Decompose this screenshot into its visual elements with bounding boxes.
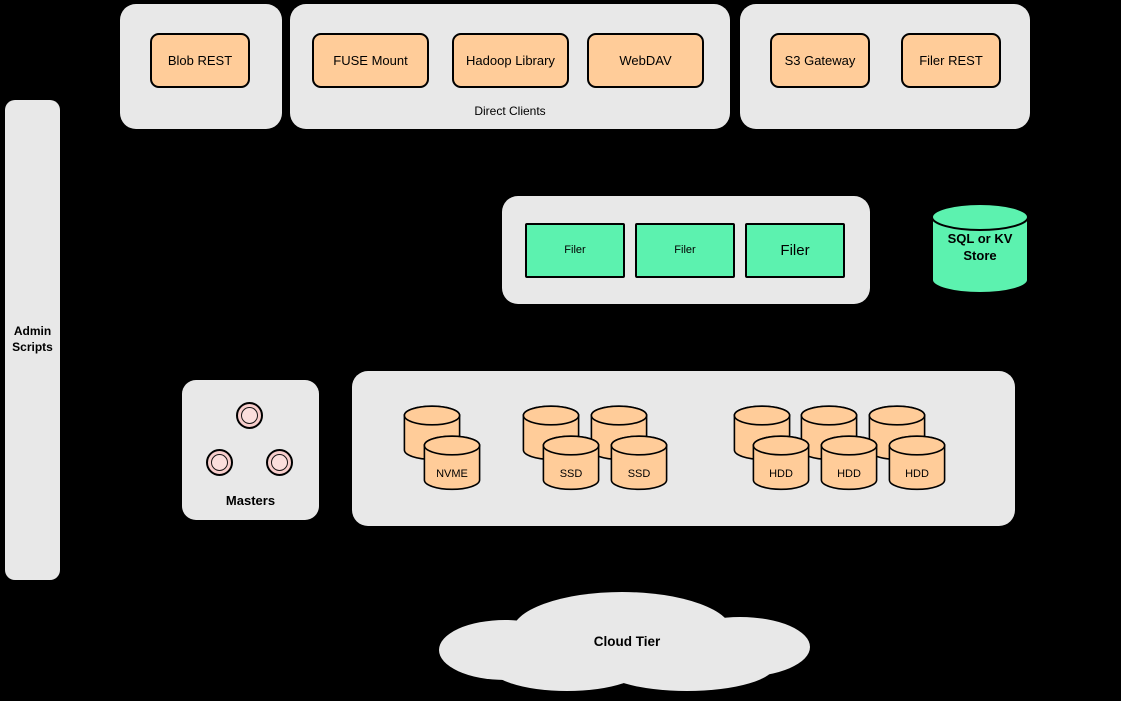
hdd-label: HDD (769, 468, 793, 480)
masters-group: Masters (182, 380, 319, 520)
master-node-circle (266, 449, 293, 476)
cloud-tier: Cloud Tier (439, 592, 810, 691)
sql-kv-store-text: SQL or KV Store (947, 231, 1013, 263)
direct-clients-group: FUSE Mount Hadoop Library WebDAV Direct … (290, 4, 730, 129)
blob-client-group: Blob REST (120, 4, 282, 129)
hdd-cylinder: HDD (820, 435, 878, 491)
hdd-label: HDD (905, 468, 929, 480)
ssd-label: SSD (560, 468, 583, 480)
filer-rest-node: Filer REST (901, 33, 1001, 88)
volume-servers-group: NVME SSD SSD (352, 371, 1015, 526)
admin-scripts-panel: Admin Scripts (5, 100, 60, 580)
hdd-cylinder: HDD (888, 435, 946, 491)
filer-node: Filer (745, 223, 845, 278)
sql-kv-store-label: SQL or KV Store (930, 231, 1030, 265)
sql-kv-store-cylinder: SQL or KV Store (930, 203, 1030, 295)
hdd-cylinder: HDD (752, 435, 810, 491)
ssd-label: SSD (628, 468, 651, 480)
blob-rest-node: Blob REST (150, 33, 250, 88)
filer-group: Filer Filer Filer (502, 196, 870, 304)
cloud-tier-label: Cloud Tier (594, 634, 661, 649)
ssd-cylinder: SSD (542, 435, 600, 491)
volume-cylinder-back (403, 405, 461, 461)
hadoop-library-node: Hadoop Library (452, 33, 569, 88)
filer-node: Filer (525, 223, 625, 278)
master-node-circle (206, 449, 233, 476)
gateway-group: S3 Gateway Filer REST (740, 4, 1030, 129)
nvme-cylinder: NVME (423, 435, 481, 491)
fuse-mount-node: FUSE Mount (312, 33, 429, 88)
database-cylinder-icon (931, 203, 1029, 294)
nvme-label: NVME (436, 468, 468, 480)
hdd-label: HDD (837, 468, 861, 480)
filer-node: Filer (635, 223, 735, 278)
webdav-node: WebDAV (587, 33, 704, 88)
masters-caption: Masters (225, 493, 276, 508)
master-node-circle (236, 402, 263, 429)
s3-gateway-node: S3 Gateway (770, 33, 870, 88)
direct-clients-caption: Direct Clients (474, 104, 546, 118)
ssd-cylinder: SSD (610, 435, 668, 491)
